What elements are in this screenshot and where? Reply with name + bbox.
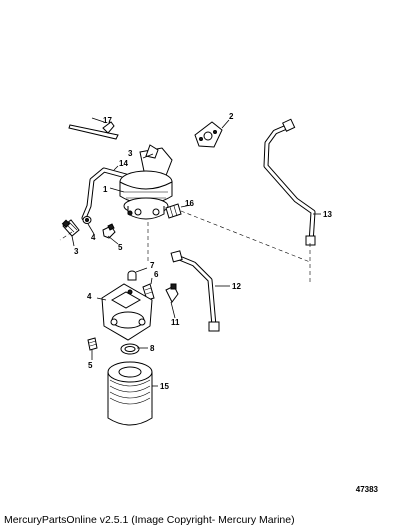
callout-5-upper: 5 [118,243,123,252]
part-4-filter-bracket [101,283,153,341]
part-5-elbow-fitting [102,223,116,239]
part-6-bolt [142,283,155,301]
callout-14: 14 [119,159,128,168]
callout-3-lower: 3 [74,247,79,256]
callout-8: 8 [150,344,155,353]
part-11-fitting [165,283,179,303]
callout-16: 16 [185,199,194,208]
callout-7: 7 [150,261,155,270]
callout-4-lower: 4 [87,292,92,301]
callout-3-upper: 3 [128,149,133,158]
callout-2: 2 [229,112,234,121]
callout-17: 17 [103,116,112,125]
copyright-caption: MercuryPartsOnline v2.5.1 (Image Copyrig… [4,514,295,526]
part-7-plug [127,270,137,281]
part-17-cable-tie [68,121,119,140]
part-12-fuel-line [170,250,220,332]
callout-1: 1 [103,185,108,194]
callout-5-lower: 5 [88,361,93,370]
callout-15: 15 [160,382,169,391]
part-3-bolt [61,219,80,237]
callout-13: 13 [323,210,332,219]
part-2-gasket [194,121,223,148]
part-5-fitting-lower [87,337,98,351]
part-15-fuel-filter [107,361,153,426]
leader-lines [71,117,321,387]
callout-4-upper: 4 [91,233,96,242]
callout-12: 12 [232,282,241,291]
callout-6: 6 [154,270,159,279]
part-16-fitting [165,203,182,219]
callout-labels: 17 2 3 14 1 16 13 4 3 5 7 6 12 4 11 8 5 … [74,112,332,391]
part-1-fuel-pump [81,144,173,221]
part-4-washer [82,216,92,224]
diagram-reference-number: 47383 [355,485,378,494]
alignment-lines [59,210,311,282]
part-8-gasket [120,343,140,355]
part-13-fuel-line [263,118,316,246]
callout-11: 11 [171,318,180,327]
